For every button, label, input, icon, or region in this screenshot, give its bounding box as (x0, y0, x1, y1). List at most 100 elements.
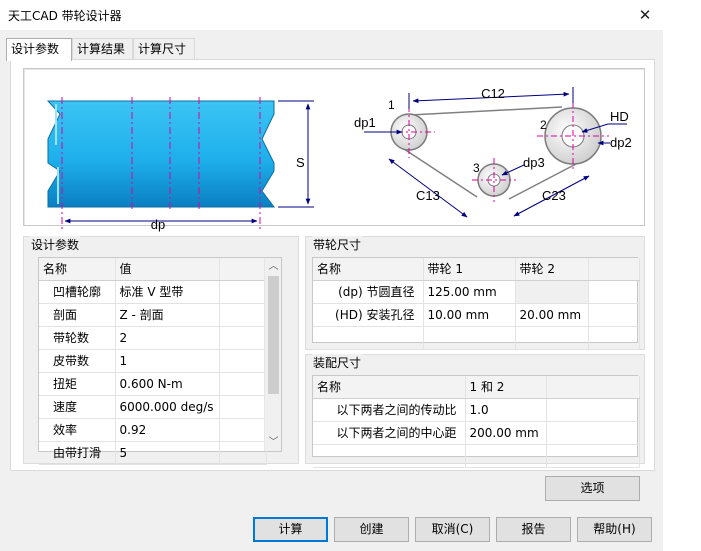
row-name: (dp) 节圆直径 (313, 280, 424, 304)
table-row[interactable]: 以下两者之间的传动比 1.0 (313, 398, 640, 422)
row-value[interactable]: 200.00 mm (465, 421, 547, 445)
calculate-button[interactable]: 计算 (253, 517, 328, 542)
dp3-label: dp3 (523, 155, 545, 170)
pulley-1-value[interactable]: 125.00 mm (423, 280, 516, 304)
belt-left (403, 148, 478, 198)
row-value[interactable]: 0.92 (115, 418, 220, 442)
dp2-label: dp2 (610, 135, 632, 150)
table-row[interactable]: 以下两者之间的中心距 200.00 mm (313, 421, 640, 445)
pulley-2-number: 2 (540, 118, 547, 132)
row-spacer (219, 441, 267, 465)
grid-header: 名称 1 和 2 (313, 376, 640, 399)
title-bar: 天工CAD 带轮设计器 ✕ (0, 0, 701, 30)
row-name: 扭矩 (39, 372, 116, 396)
col-header-pulley-2[interactable]: 带轮 2 (515, 258, 589, 281)
row-name: 带轮数 (39, 326, 116, 350)
close-icon[interactable]: ✕ (638, 6, 652, 24)
pulley-2-value (515, 280, 589, 304)
row-spacer (219, 326, 267, 350)
design-params-title: 设计参数 (30, 236, 81, 253)
report-button[interactable]: 报告 (496, 517, 571, 542)
row-spacer (588, 303, 640, 327)
col-header-value[interactable]: 值 (115, 258, 220, 281)
assembly-dims-grid[interactable]: 名称 1 和 2 以下两者之间的传动比 1.0 以下两者之间的中心距 200.0… (312, 375, 640, 468)
row-spacer (546, 421, 640, 445)
row-name: 以下两者之间的中心距 (313, 421, 466, 445)
row-value[interactable]: 5 (115, 441, 220, 465)
row-value[interactable]: 1 (115, 349, 220, 373)
row-spacer (546, 398, 640, 422)
row-name: 皮带数 (39, 349, 116, 373)
table-row[interactable]: (dp) 节圆直径 125.00 mm (313, 280, 640, 304)
row-value[interactable]: 6000.000 deg/s (115, 395, 220, 419)
table-row[interactable]: 凹槽轮廓标准 V 型带 (39, 280, 267, 304)
c23-dimension (513, 175, 590, 217)
row-name: 效率 (39, 418, 116, 442)
col-header-pulley-1[interactable]: 带轮 1 (423, 258, 516, 281)
col-header-spacer (219, 258, 267, 281)
scroll-thumb[interactable] (268, 276, 279, 394)
c23-label: C23 (542, 188, 566, 203)
help-button[interactable]: 帮助(H) (577, 517, 652, 542)
row-name: 由带打滑 (39, 441, 116, 465)
pulley-dims-group: 带轮尺寸 名称 带轮 1 带轮 2 (dp) 节圆直径 125.00 mm (305, 236, 645, 350)
table-row[interactable]: (HD) 安装孔径 10.00 mm 20.00 mm (313, 303, 640, 327)
c12-label: C12 (481, 86, 505, 101)
col-header-name[interactable]: 名称 (39, 258, 116, 281)
tab-calc-dims[interactable]: 计算尺寸 (133, 38, 195, 60)
scroll-up-icon[interactable]: ︿ (268, 261, 279, 272)
table-row (313, 326, 640, 350)
assembly-dims-group: 装配尺寸 名称 1 和 2 以下两者之间的传动比 1.0 以下两 (305, 354, 645, 468)
pulley-2-value[interactable]: 20.00 mm (515, 303, 589, 327)
dp-label: dp (151, 217, 165, 232)
row-value[interactable]: 1.0 (465, 398, 547, 422)
hd-leader (581, 123, 609, 133)
c12-dimension (412, 91, 570, 104)
pulley-dims-grid[interactable]: 名称 带轮 1 带轮 2 (dp) 节圆直径 125.00 mm (HD) 安装… (312, 257, 640, 350)
col-header-spacer (546, 376, 640, 399)
tab-design-params[interactable]: 设计参数 (6, 38, 72, 61)
row-spacer (219, 280, 267, 304)
pulley-centerlines (383, 102, 609, 202)
row-spacer (219, 303, 267, 327)
c13-label: C13 (416, 188, 440, 203)
col-header-name[interactable]: 名称 (313, 258, 424, 281)
table-row (313, 444, 640, 468)
belt-top (409, 106, 563, 116)
tab-calc-results[interactable]: 计算结果 (72, 38, 133, 60)
col-header-pair[interactable]: 1 和 2 (465, 376, 547, 399)
pulley-dims-title: 带轮尺寸 (312, 236, 363, 253)
row-name: 剖面 (39, 303, 116, 327)
row-spacer (219, 372, 267, 396)
row-value[interactable]: 0.600 N-m (115, 372, 220, 396)
pulley-1-value[interactable]: 10.00 mm (423, 303, 516, 327)
col-header-name[interactable]: 名称 (313, 376, 466, 399)
row-name: (HD) 安装孔径 (313, 303, 424, 327)
assembly-dims-title: 装配尺寸 (312, 354, 363, 371)
row-value[interactable]: Z - 剖面 (115, 303, 220, 327)
pulley-diagram: S dp (23, 68, 645, 232)
row-spacer (588, 280, 640, 304)
pulley-1-number: 1 (388, 98, 395, 112)
scroll-down-icon[interactable]: ﹀ (268, 437, 279, 448)
dp1-label: dp1 (354, 115, 376, 130)
row-value[interactable]: 标准 V 型带 (115, 280, 220, 304)
create-button[interactable]: 创建 (334, 517, 409, 542)
pulley-diagram-svg: S dp (46, 86, 632, 232)
vertical-scrollbar[interactable]: ︿ ﹀ (264, 258, 281, 451)
s-label: S (296, 155, 305, 170)
row-value[interactable]: 2 (115, 326, 220, 350)
row-spacer (219, 395, 267, 419)
cancel-button[interactable]: 取消(C) (415, 517, 490, 542)
options-button[interactable]: 选项 (545, 476, 640, 501)
grid-header: 名称 值 (39, 258, 267, 281)
